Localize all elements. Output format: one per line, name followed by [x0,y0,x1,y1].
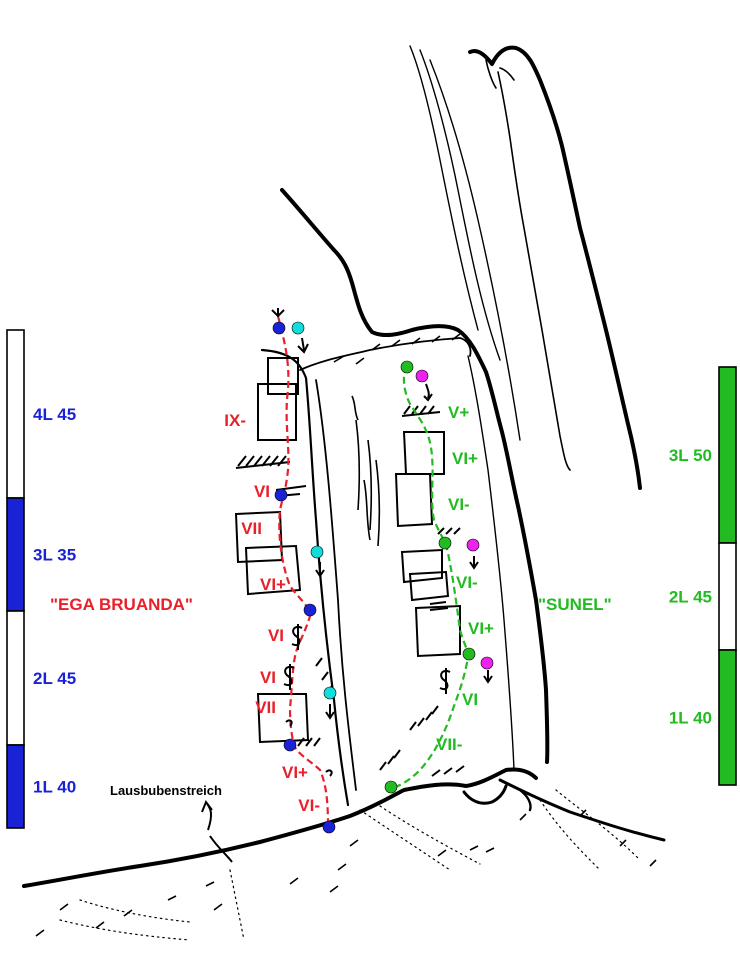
pitch-segment [6,329,25,499]
belay-dot-icon [462,647,476,661]
right-route-line [391,365,470,790]
grade-label: VI [254,482,270,501]
pitch-label: 1L 40 [669,709,712,728]
grade-label: VI [462,690,478,709]
grade-label: VII [241,519,262,538]
pitch-segment [718,542,737,651]
pitch-segment [6,497,25,612]
grade-label: VI+ [260,575,286,594]
belay-dot-icon [384,780,398,794]
rock-blocks [234,357,461,744]
belay-dot-icon [274,488,288,502]
scree-marks [35,333,657,937]
belay-dot-icon [466,538,480,552]
left-route-grades: IX- VI VII VI+ VI VI VII VI+ VI- [224,411,320,815]
belay-dot-icon [303,603,317,617]
grade-label: VI+ [282,763,308,782]
belay-dot-icon [291,321,305,335]
pitch-label: 1L 40 [33,778,76,797]
grade-label: VI [260,668,276,687]
right-route-grades: V+ VI+ VI- VI- VI+ VI VII- [436,403,494,754]
left-route-name: "EGA BRUANDA" [50,595,193,614]
right-route-name: "SUNEL" [538,595,612,614]
belay-dot-icon [400,360,414,374]
down-arrow-icon [201,337,493,863]
grade-label: VI+ [452,449,478,468]
grade-label: VI+ [468,619,494,638]
belay-dot-icon [438,536,452,550]
bolt-icon [283,624,451,777]
grade-label: VI- [298,796,320,815]
belay-dots [272,321,494,834]
grade-label: VI [268,626,284,645]
pitch-label: 4L 45 [33,405,76,424]
grade-label: VII [255,698,276,717]
pitch-segment [6,744,25,829]
pitch-label: 2L 45 [33,669,76,688]
rock-outline [22,45,666,941]
grade-label: VI- [456,573,478,592]
pitch-label: 3L 35 [33,546,76,565]
rappel-anchor-icon [271,308,285,318]
belay-dot-icon [322,820,336,834]
belay-dot-icon [480,656,494,670]
grade-label: V+ [448,403,469,422]
grade-label: VII- [436,735,462,754]
pitch-segment [718,366,737,544]
pitch-label: 3L 50 [669,446,712,465]
grade-label: IX- [224,411,246,430]
pitch-segment [718,649,737,786]
neighbor-route-label: Lausbubenstreich [110,783,222,798]
pitch-label: 2L 45 [669,588,712,607]
pitch-segment [6,610,25,746]
belay-dot-icon [415,369,429,383]
left-pitch-bar: 4L 45 3L 35 2L 45 1L 40 [6,329,76,829]
belay-dot-icon [283,738,297,752]
right-pitch-bar: 3L 50 2L 45 1L 40 [669,366,737,786]
belay-dot-icon [272,321,286,335]
grade-label: VI- [448,495,470,514]
belay-dot-icon [323,686,337,700]
belay-dot-icon [310,545,324,559]
crack-marks [351,395,381,547]
